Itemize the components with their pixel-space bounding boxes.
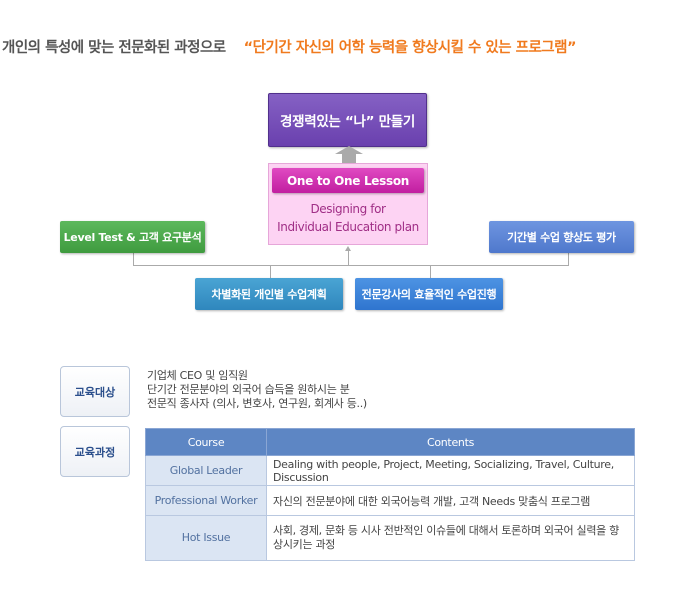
center-title: One to One Lesson bbox=[272, 168, 424, 193]
target-list: 기업체 CEO 및 임직원 단기간 전문분야의 외국어 습득을 원하시는 분 전… bbox=[147, 369, 367, 411]
column-header: Course bbox=[145, 428, 267, 456]
plan-box: 차별화된 개인별 수업계획 bbox=[195, 278, 343, 310]
course-contents: Dealing with people, Project, Meeting, S… bbox=[266, 455, 635, 486]
connector-line bbox=[348, 250, 349, 265]
page-heading: 개인의 특성에 맞는 전문화된 과정으로 “단기간 자신의 어학 능력을 향상시킬… bbox=[2, 36, 577, 57]
up-arrow-icon bbox=[335, 146, 363, 154]
target-label: 교육대상 bbox=[60, 366, 130, 417]
heading-highlight: “단기간 자신의 어학 능력을 향상시킬 수 있는 프로그램” bbox=[243, 40, 577, 56]
center-line-2: Individual Education plan bbox=[277, 220, 419, 234]
course-name: Global Leader bbox=[145, 455, 267, 486]
course-label: 교육과정 bbox=[60, 426, 130, 477]
target-item: 기업체 CEO 및 임직원 bbox=[147, 369, 248, 382]
target-item: 전문직 종사자 (의사, 변호사, 연구원, 회계사 등..) bbox=[147, 397, 367, 410]
heading-text: 개인의 특성에 맞는 전문화된 과정으로 bbox=[2, 40, 226, 56]
small-up-arrow-icon bbox=[345, 246, 351, 251]
goal-box: 경쟁력있는 “나” 만들기 bbox=[268, 93, 427, 147]
course-contents: 자신의 전문분야에 대한 외국어능력 개발, 고객 Needs 맞춤식 프로그램 bbox=[266, 485, 635, 516]
connector-line bbox=[430, 265, 431, 278]
connector-line bbox=[133, 265, 569, 266]
evaluation-box: 기간별 수업 향상도 평가 bbox=[489, 221, 634, 253]
target-item: 단기간 전문분야의 외국어 습득을 원하시는 분 bbox=[147, 383, 350, 396]
connector-line bbox=[270, 265, 271, 278]
instruction-box: 전문강사의 효율적인 수업진행 bbox=[355, 278, 503, 310]
up-arrow-stem bbox=[342, 154, 356, 163]
connector-line bbox=[568, 253, 569, 265]
course-name: Professional Worker bbox=[145, 485, 267, 516]
course-contents: 사회, 경제, 문화 등 시사 전반적인 이슈들에 대해서 토론하며 외국어 실… bbox=[266, 515, 635, 561]
level-test-box: Level Test & 고객 요구분석 bbox=[60, 221, 205, 253]
column-header: Contents bbox=[266, 428, 635, 456]
connector-line bbox=[133, 253, 134, 265]
center-line-1: Designing for bbox=[310, 202, 386, 216]
course-name: Hot Issue bbox=[145, 515, 267, 561]
